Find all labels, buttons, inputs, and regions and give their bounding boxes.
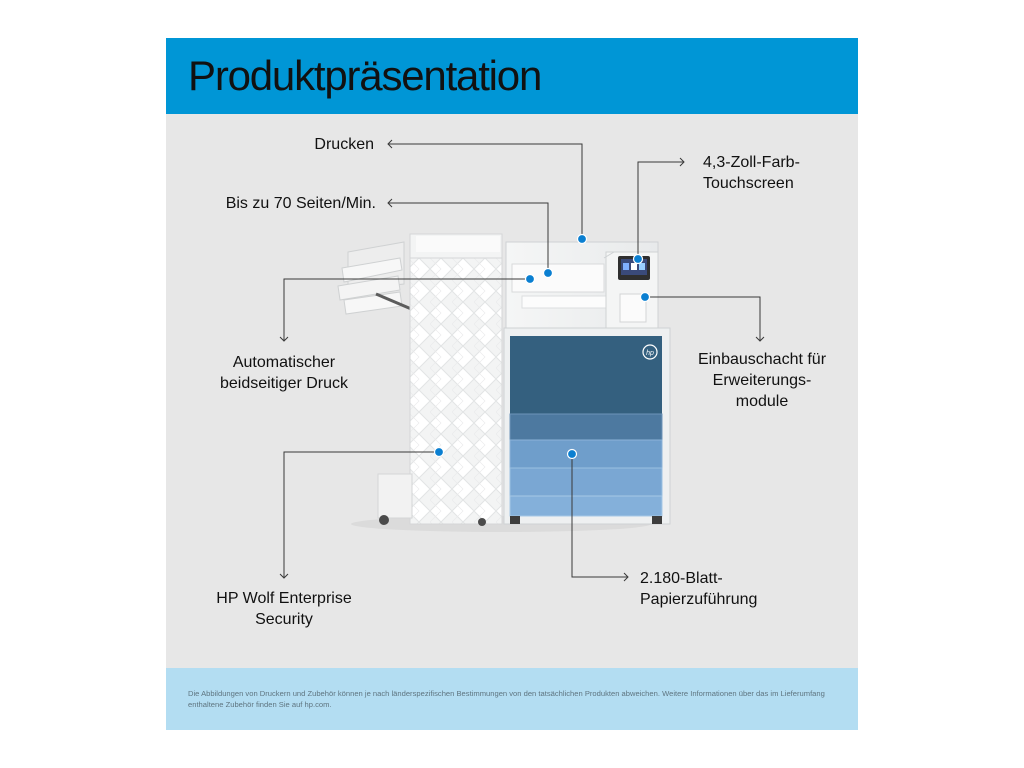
paper-cabinet: hp (503, 327, 671, 525)
marker-paper (566, 448, 578, 460)
callout-markers (433, 233, 651, 460)
page-title: Produktpräsentation (188, 52, 542, 99)
arrow-head-icon (279, 139, 765, 582)
label-touchscreen: 4,3-Zoll-Farb- Touchscreen (703, 154, 800, 192)
label-speed: Bis zu 70 Seiten/Min. (225, 195, 376, 212)
marker-speed (542, 267, 554, 279)
finisher-unit (377, 233, 503, 526)
line-security (283, 451, 439, 578)
label-drucken: Drucken (314, 136, 374, 153)
line-paper (571, 454, 628, 578)
marker-security (433, 446, 445, 458)
line-drucken (388, 143, 583, 239)
marker-touchscreen (632, 253, 644, 265)
header-bar (166, 38, 858, 114)
line-speed (388, 202, 549, 270)
line-expansion (645, 296, 761, 341)
marker-expansion (639, 291, 651, 303)
label-paper: 2.180-Blatt- Papierzuführung (640, 570, 758, 608)
label-expansion: Einbauschacht für Erweiterungs- module (697, 351, 827, 410)
label-duplex: Automatischer beidseitiger Druck (219, 354, 349, 392)
footer-disclaimer: Die Abbildungen von Druckern und Zubehör… (188, 689, 825, 709)
line-duplex (283, 278, 530, 341)
footer-bar (166, 668, 858, 730)
marker-drucken (576, 233, 588, 245)
marker-duplex (524, 273, 536, 285)
printer-illustration: hp (279, 139, 765, 582)
printer-body (505, 241, 659, 329)
hp-logo-icon: hp (646, 350, 654, 357)
line-touchscreen (637, 161, 684, 258)
product-presentation-card: Produktpräsentation (166, 38, 858, 730)
label-security: HP Wolf Enterprise Security (216, 590, 352, 628)
callout-lines (283, 143, 761, 578)
